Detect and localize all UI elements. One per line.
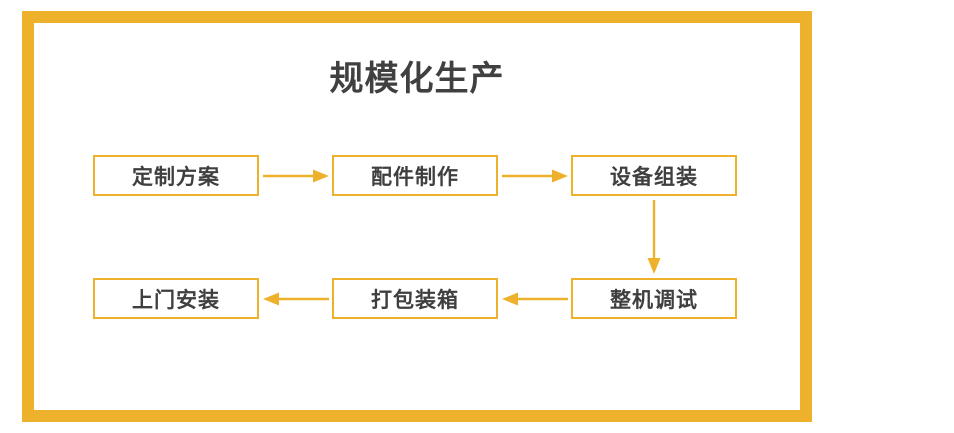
arrow-down-icon <box>647 200 661 274</box>
process-node-custom-plan[interactable]: 定制方案 <box>93 155 259 196</box>
arrow-right-icon-2 <box>502 169 568 183</box>
arrow-left-icon-2 <box>263 292 329 306</box>
process-node-onsite-installation[interactable]: 上门安装 <box>93 278 259 319</box>
process-node-parts-manufacturing[interactable]: 配件制作 <box>332 155 498 196</box>
page-title: 规模化生产 <box>329 60 505 98</box>
arrow-left-icon-1 <box>502 292 568 306</box>
decorative-frame <box>22 11 812 422</box>
process-node-packing[interactable]: 打包装箱 <box>332 278 498 319</box>
process-node-machine-debugging[interactable]: 整机调试 <box>571 278 737 319</box>
process-node-equipment-assembly[interactable]: 设备组装 <box>571 155 737 196</box>
arrow-right-icon-1 <box>263 169 329 183</box>
